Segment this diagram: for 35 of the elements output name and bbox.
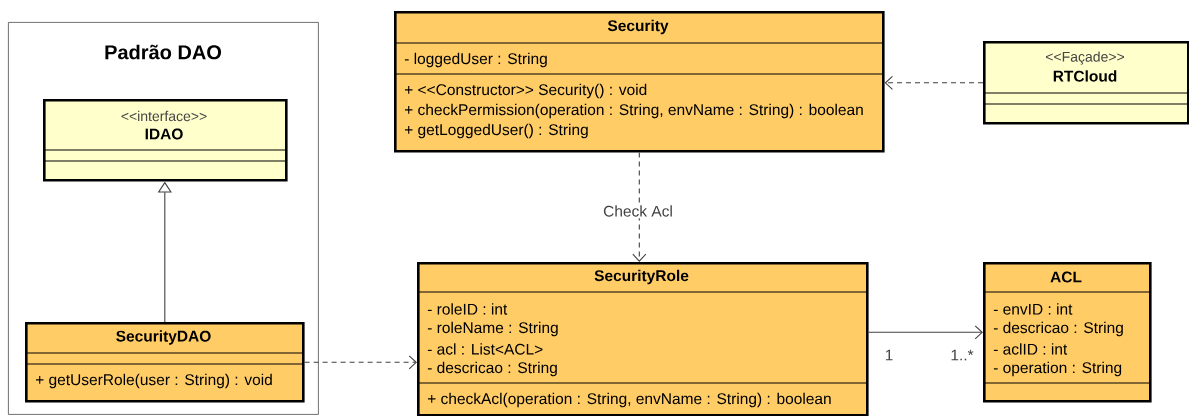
class-box bbox=[982, 41, 1189, 125]
class-box bbox=[416, 262, 869, 416]
package-title: Padrão DAO bbox=[105, 44, 222, 60]
class-name: SecurityDAO bbox=[116, 330, 211, 345]
arrow bbox=[304, 355, 417, 370]
class-box bbox=[982, 262, 1152, 403]
attribute: - operation : String bbox=[993, 361, 1122, 377]
attribute: - roleName : String bbox=[427, 321, 558, 337]
attribute: - acl : List<ACL> bbox=[427, 343, 543, 355]
class-name: SecurityRole bbox=[594, 269, 689, 285]
arrow bbox=[868, 325, 983, 340]
class-box bbox=[24, 322, 305, 403]
method: + checkPermission(operation : String, envName : String) : boolean bbox=[404, 103, 863, 119]
class-name: RTCloud bbox=[1053, 70, 1117, 82]
attribute: - aclID : int bbox=[993, 343, 1068, 355]
class-box bbox=[42, 99, 288, 182]
attribute: - loggedUser : String bbox=[404, 52, 547, 68]
method: + <<Constructor>> Security() : void bbox=[404, 83, 647, 99]
arrow bbox=[884, 75, 984, 90]
stereotype: <<Façade>> bbox=[1046, 51, 1124, 65]
attribute: - descricao : String bbox=[427, 361, 557, 377]
attribute: - roleID : int bbox=[427, 303, 508, 315]
class-name: ACL bbox=[1050, 271, 1082, 283]
arrow bbox=[632, 152, 647, 262]
class-name: IDAO bbox=[145, 128, 183, 140]
multiplicity: 1 bbox=[885, 349, 893, 361]
stereotype: <<interface>> bbox=[121, 110, 207, 122]
edge-label: Check Acl bbox=[603, 205, 672, 217]
method: + getUserRole(user : String) : void bbox=[35, 373, 272, 389]
method: + checkAcl(operation : String, envName : String) : boolean bbox=[427, 392, 831, 408]
method: + getLoggedUser() : String bbox=[404, 123, 588, 139]
class-box bbox=[393, 11, 885, 153]
attribute: - descricao : String bbox=[993, 321, 1123, 337]
class-name: Security bbox=[607, 19, 669, 35]
attribute: - envID : int bbox=[993, 303, 1073, 315]
